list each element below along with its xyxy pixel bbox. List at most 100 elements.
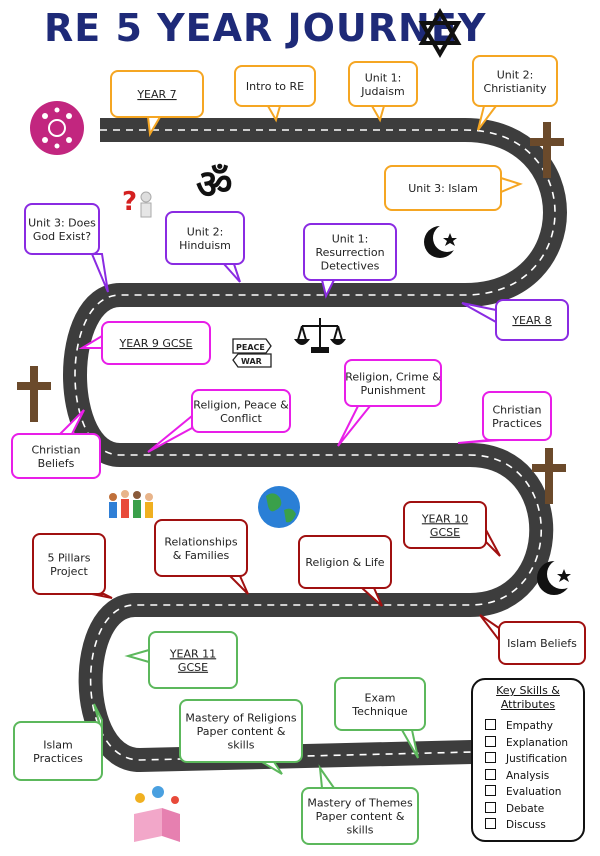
checkbox[interactable] <box>485 752 496 763</box>
checkbox[interactable] <box>485 818 496 829</box>
callout-text: Judaism <box>360 85 404 98</box>
callout-text: GCSE <box>430 526 460 539</box>
callout-text: Christian <box>31 443 80 456</box>
svg-text:?: ? <box>122 187 137 217</box>
creative-box-icon <box>134 786 180 842</box>
callout-pointer <box>266 105 282 123</box>
callout-text: Conflict <box>220 412 262 425</box>
callout-text: Islam Beliefs <box>507 637 577 650</box>
key-skills-title-2: Attributes <box>500 698 556 711</box>
callout-text: Practices <box>33 752 83 765</box>
checkbox[interactable] <box>485 768 496 780</box>
callout-text: Unit 2: <box>187 225 224 238</box>
callout-pointer <box>221 263 241 283</box>
callout-pointer <box>485 529 501 557</box>
callout-box <box>234 65 316 107</box>
callout-box <box>403 501 487 549</box>
callout-text: Christian <box>492 403 541 416</box>
callout-box <box>298 535 392 589</box>
crescent-star-icon <box>424 224 461 258</box>
callout-text: YEAR 10 <box>421 512 468 525</box>
callout-crime: Religion, Crime &Punishment <box>337 359 442 447</box>
om-icon: ॐ <box>196 162 232 208</box>
callout-box <box>11 433 101 479</box>
callout-pointer <box>461 302 497 324</box>
callout-text: Beliefs <box>38 457 75 470</box>
question-figure-icon: ? <box>122 187 152 218</box>
callout-text: Paper content & <box>197 725 286 738</box>
callout-text: Practices <box>492 417 542 430</box>
callout-year9: YEAR 9 GCSE <box>78 321 211 365</box>
skill-item: Discuss <box>485 817 583 834</box>
skill-item: Evaluation <box>485 784 583 801</box>
callout-text: Technique <box>351 705 408 718</box>
callout-box <box>344 359 442 407</box>
callout-box <box>32 533 106 595</box>
cross-icon <box>532 448 566 504</box>
callout-text: Detectives <box>321 260 380 273</box>
callout-text: Christianity <box>484 82 547 95</box>
svg-text:WAR: WAR <box>241 357 262 366</box>
callout-text: Exam <box>365 691 396 704</box>
callout-text: Intro to RE <box>246 80 304 93</box>
callout-text: YEAR 7 <box>136 88 176 101</box>
skill-label: Evaluation <box>506 786 562 798</box>
crescent-star-icon <box>537 559 577 595</box>
callout-text: skills <box>227 739 254 752</box>
callout-islam3: Unit 3: Islam <box>384 165 523 211</box>
skill-label: Debate <box>506 802 545 815</box>
skill-item: Debate <box>485 801 583 818</box>
skill-label: Justification <box>506 753 568 765</box>
callout-text: God Exist? <box>33 230 91 243</box>
cross-icon <box>17 366 51 422</box>
callout-year7: YEAR 7 <box>110 70 204 138</box>
callout-text: Unit 1: <box>365 71 402 84</box>
callout-text: GCSE <box>178 661 208 674</box>
checkbox[interactable] <box>485 801 496 813</box>
callout-text: YEAR 9 GCSE <box>119 337 193 350</box>
skill-label: Explanation <box>506 736 569 749</box>
skill-label: Analysis <box>506 769 550 782</box>
callout-life: Religion & Life <box>298 535 392 607</box>
callout-box <box>495 299 569 341</box>
checkbox[interactable] <box>485 719 496 730</box>
callout-islambeliefs: Islam Beliefs <box>479 614 586 665</box>
callout-text: Mastery of Religions <box>185 712 296 725</box>
callout-pointer <box>370 105 386 123</box>
callout-text: Hinduism <box>179 239 231 252</box>
road <box>63 118 567 772</box>
callout-text: Unit 3: Islam <box>408 182 478 195</box>
checkbox[interactable] <box>485 735 496 747</box>
checkbox[interactable] <box>485 785 496 796</box>
skill-item: Justification <box>485 751 583 768</box>
callout-box <box>154 519 248 577</box>
callout-hinduism: Unit 2:Hinduism <box>165 211 245 283</box>
callout-box <box>498 621 586 665</box>
callout-christianity: Unit 2:Christianity <box>472 55 558 131</box>
callout-text: Resurrection <box>315 246 384 259</box>
callout-relationships: Relationships& Families <box>154 519 249 595</box>
callout-pointer <box>90 253 109 293</box>
callout-box <box>348 61 418 107</box>
family-icon <box>109 490 153 518</box>
callout-text: Unit 3: Does <box>28 216 96 229</box>
skill-item: Explanation <box>485 735 583 752</box>
callout-box <box>334 677 426 731</box>
skill-label: Empathy <box>506 720 553 732</box>
star-of-david-icon <box>418 8 462 58</box>
callout-text: Relationships <box>164 535 238 548</box>
callout-pointer <box>318 764 336 789</box>
skill-label: Discuss <box>506 819 546 831</box>
callout-text: Project <box>50 565 88 578</box>
callout-text: Punishment <box>361 384 427 397</box>
